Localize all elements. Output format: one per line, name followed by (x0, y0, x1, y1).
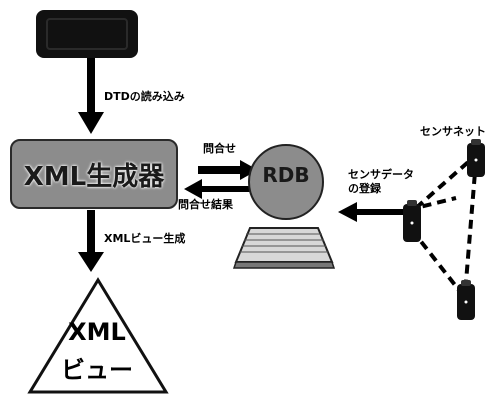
xml-view-generation-label: XMLビュー生成 (104, 230, 185, 246)
arrow-dtd-to-generator (78, 58, 104, 134)
rdb-label: RDB (249, 163, 323, 187)
sensor-network-label: センサネット (420, 123, 486, 139)
sensor-node-bottom-icon (457, 280, 475, 320)
query-label: 問合せ (203, 140, 236, 156)
xml-generator-box: XML生成器 (10, 139, 178, 209)
arrow-generator-to-view (78, 210, 104, 272)
sensor-node-middle-icon (403, 200, 421, 242)
xml-view-line2: ビュー (42, 350, 152, 385)
query-result-label: 問合せ結果 (178, 196, 233, 212)
arrow-sensor-to-rdb (338, 202, 405, 222)
laptop-icon (234, 228, 334, 268)
sensor-register-label: の登録 (348, 180, 381, 196)
xml-view-line1: XML (42, 318, 152, 346)
xml-generator-label: XML生成器 (24, 156, 165, 193)
sensor-node-top-icon (467, 139, 485, 177)
dtd-load-label: DTDの読み込み (104, 88, 185, 104)
